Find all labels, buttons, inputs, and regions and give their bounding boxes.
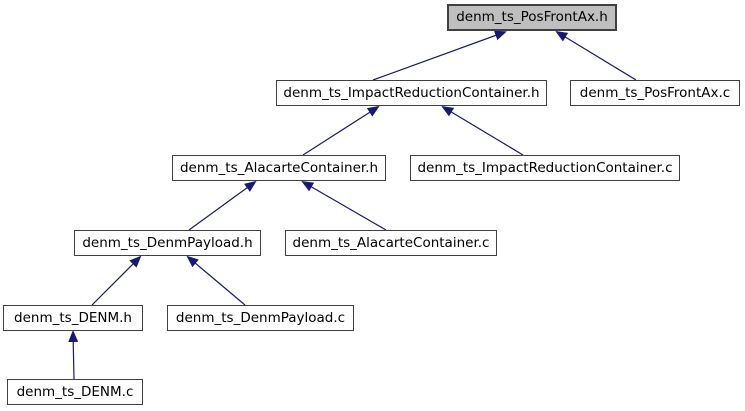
edge-denm-h-to-denmpayload-h <box>91 255 142 306</box>
edge-posfrontax-c-to-posfrontax-h <box>555 30 637 81</box>
node-denm-ts-denmpayload-h[interactable]: denm_ts_DenmPayload.h <box>74 230 261 256</box>
edge-denmpayload-c-to-denmpayload-h <box>186 255 246 306</box>
node-denm-ts-impactreductioncontainer-h[interactable]: denm_ts_ImpactReductionContainer.h <box>276 80 547 106</box>
edge-alacartecontainer-h-to-impactreductioncontainer-h <box>302 105 380 156</box>
node-denm-ts-denmpayload-c[interactable]: denm_ts_DenmPayload.c <box>167 305 354 331</box>
node-denm-ts-alacartecontainer-c[interactable]: denm_ts_AlacarteContainer.c <box>285 230 497 256</box>
edge-denm-c-to-denm-h <box>68 330 79 380</box>
node-denm-ts-posfrontax-h: denm_ts_PosFrontAx.h <box>447 4 617 31</box>
node-denm-ts-denm-c[interactable]: denm_ts_DENM.c <box>7 379 143 405</box>
edge-denmpayload-h-to-alacartecontainer-h <box>188 180 257 231</box>
edge-alacartecontainer-c-to-alacartecontainer-h <box>301 180 387 231</box>
edge-impactreductioncontainer-c-to-impactreductioncontainer-h <box>441 105 524 156</box>
node-denm-ts-alacartecontainer-h[interactable]: denm_ts_AlacarteContainer.h <box>172 155 386 181</box>
edge-impactreductioncontainer-h-to-posfrontax-h <box>372 30 507 81</box>
node-denm-ts-denm-h[interactable]: denm_ts_DENM.h <box>3 305 143 331</box>
node-denm-ts-impactreductioncontainer-c[interactable]: denm_ts_ImpactReductionContainer.c <box>410 155 680 181</box>
node-denm-ts-posfrontax-c[interactable]: denm_ts_PosFrontAx.c <box>570 80 740 106</box>
